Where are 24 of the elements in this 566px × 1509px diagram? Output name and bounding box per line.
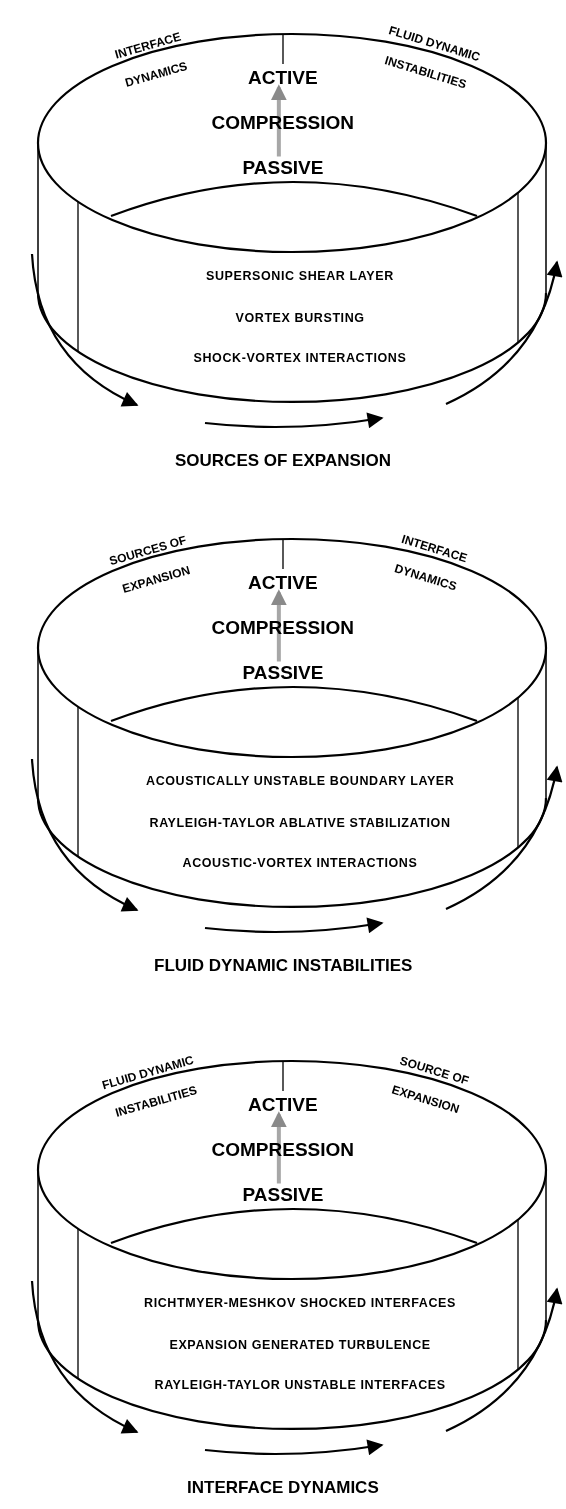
mechanism-label: RAYLEIGH-TAYLOR UNSTABLE INTERFACES xyxy=(154,1378,446,1391)
mechanism-label: RICHTMYER-MESHKOV SHOCKED INTERFACES xyxy=(144,1296,456,1309)
state-label: ACTIVE xyxy=(248,67,318,87)
mechanism-label: SUPERSONIC SHEAR LAYER xyxy=(206,269,394,282)
cylinder-label: SOURCES OF EXPANSION xyxy=(175,452,391,469)
state-label: PASSIVE xyxy=(242,1184,324,1204)
process-label: COMPRESSION xyxy=(211,1139,355,1159)
mechanism-label: RAYLEIGH-TAYLOR ABLATIVE STABILIZATION xyxy=(149,816,451,829)
mechanism-label: SHOCK-VORTEX INTERACTIONS xyxy=(193,351,407,364)
process-label: COMPRESSION xyxy=(211,617,355,637)
arrow xyxy=(270,84,287,157)
cylinder-label: FLUID DYNAMIC INSTABILITIES xyxy=(154,957,413,974)
cylinder-label: INTERFACE DYNAMICS xyxy=(187,1479,379,1496)
mechanism-label: ACOUSTICALLY UNSTABLE BOUNDARY LAYER xyxy=(146,774,455,787)
mechanism-label: VORTEX BURSTING xyxy=(235,311,365,324)
state-label: ACTIVE xyxy=(248,572,318,592)
state-label: ACTIVE xyxy=(248,1094,318,1114)
arrow xyxy=(270,1111,287,1184)
arrow xyxy=(270,589,287,662)
process-label: COMPRESSION xyxy=(211,112,355,132)
mechanism-label: ACOUSTIC-VORTEX INTERACTIONS xyxy=(182,856,418,869)
state-label: PASSIVE xyxy=(242,662,324,682)
mechanism-label: EXPANSION GENERATED TURBULENCE xyxy=(169,1338,431,1351)
state-label: PASSIVE xyxy=(242,157,324,177)
